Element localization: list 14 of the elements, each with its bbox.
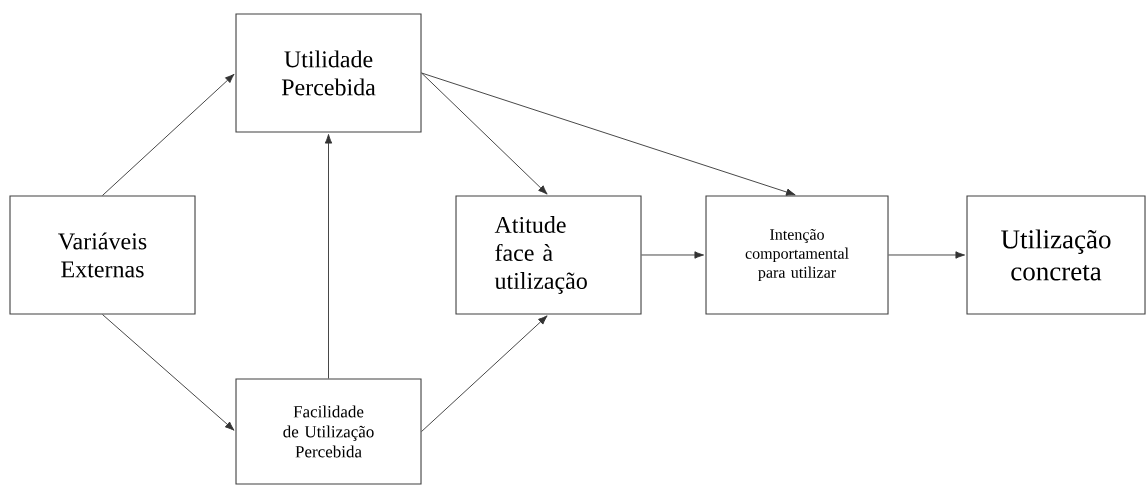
arrow bbox=[102, 314, 235, 431]
process-box: Facilidade de Utilização Percebida bbox=[235, 378, 422, 485]
arrow bbox=[641, 251, 704, 259]
arrow bbox=[102, 73, 235, 196]
arrow bbox=[421, 315, 548, 432]
process-box: Variáveis Externas bbox=[9, 195, 196, 315]
process-box: Utilidade Percebida bbox=[235, 13, 422, 133]
process-box: Utilização concreta bbox=[966, 195, 1146, 315]
process-box: Atitude face à utilização bbox=[455, 195, 642, 315]
arrow bbox=[421, 72, 796, 196]
process-box: Intenção comportamental para utilizar bbox=[705, 195, 889, 315]
arrow bbox=[324, 134, 333, 379]
arrow bbox=[421, 72, 548, 195]
arrow bbox=[888, 251, 965, 259]
